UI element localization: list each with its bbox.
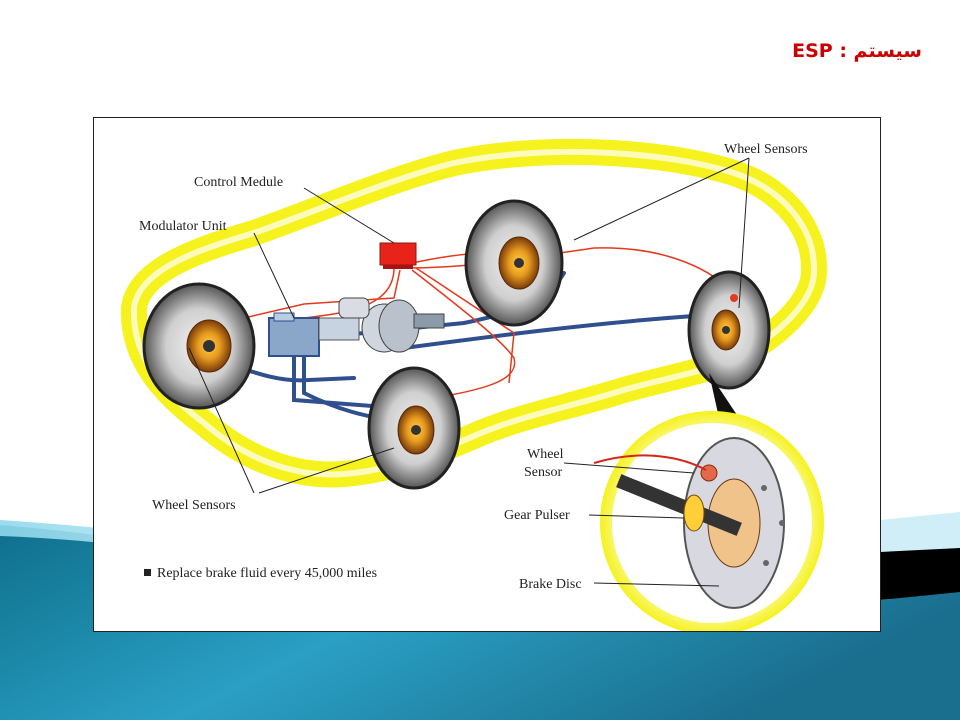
esp-illustration: Control Medule Modulator Unit Wheel Sens… <box>120 138 827 631</box>
note-bullet <box>144 569 151 576</box>
note-text: Replace brake fluid every 45,000 miles <box>157 566 377 581</box>
label-wheel-sensor-line1: Wheel <box>527 447 564 462</box>
wheel-front-right <box>367 366 461 490</box>
wheel-rear-left <box>464 199 564 327</box>
label-wheel-sensors-top: Wheel Sensors <box>724 142 808 157</box>
label-gear-pulser: Gear Pulser <box>504 508 570 523</box>
detail-pointer <box>709 373 739 418</box>
modulator-unit <box>268 297 445 357</box>
label-modulator-unit: Modulator Unit <box>139 219 227 234</box>
wheel-front-left <box>142 282 256 410</box>
esp-diagram: Control Medule Modulator Unit Wheel Sens… <box>93 117 881 632</box>
wheel-sensor-detail <box>593 411 824 631</box>
label-wheel-sensor-line2: Sensor <box>524 465 562 480</box>
wheel-rear-right <box>687 270 771 390</box>
label-control-module: Control Medule <box>194 175 283 190</box>
label-brake-disc: Brake Disc <box>519 577 582 592</box>
control-module <box>379 242 417 269</box>
callout-lines <box>188 157 750 587</box>
label-wheel-sensors-bottom: Wheel Sensors <box>152 498 236 513</box>
slide-title: سیستم : ESP <box>792 40 922 62</box>
